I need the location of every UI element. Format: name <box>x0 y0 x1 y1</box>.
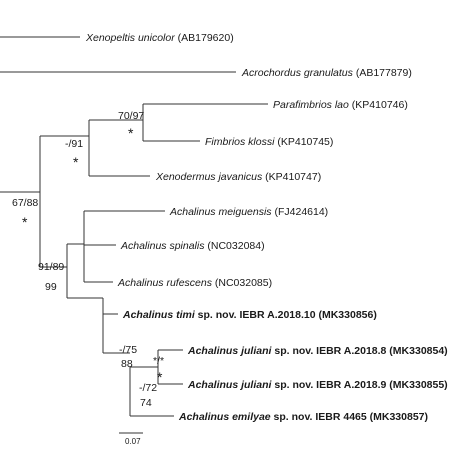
support-6788-bottom: * <box>22 214 28 230</box>
tip-label-acrochordus: Acrochordus granulatus (AB177879) <box>241 67 412 79</box>
tip-label-juliani-1: Achalinus juliani sp. nov. IEBR A.2018.8… <box>187 345 448 357</box>
support-6788-top: 67/88 <box>12 197 38 209</box>
tip-label-fimbrios: Fimbrios klossi (KP410745) <box>205 136 333 148</box>
support-juliani-top: */* <box>153 355 164 367</box>
support-9189-bottom: 99 <box>45 281 57 293</box>
tip-label-spinalis: Achalinus spinalis (NC032084) <box>120 240 265 252</box>
tip-label-rufescens: Achalinus rufescens (NC032085) <box>117 277 272 289</box>
support-juliani-bottom: * <box>157 369 163 385</box>
support-72-bottom: 74 <box>140 397 152 409</box>
support-72-top: -/72 <box>139 382 157 394</box>
support-9189-top: 91/89 <box>38 261 64 273</box>
scale-bar-label: 0.07 <box>125 437 141 446</box>
tip-label-emilyae: Achalinus emilyae sp. nov. IEBR 4465 (MK… <box>178 411 428 423</box>
support-7097-bottom: * <box>128 125 134 141</box>
tip-label-juliani-2: Achalinus juliani sp. nov. IEBR A.2018.9… <box>187 379 448 391</box>
tip-label-xenodermus: Xenodermus javanicus (KP410747) <box>155 171 321 183</box>
scale-bar: 0.07 <box>119 432 143 446</box>
node-support: 67/88 * -/91 * 70/97 * 91/89 99 -/75 88 … <box>12 110 164 409</box>
support-75-bottom: 88 <box>121 358 133 370</box>
tip-label-parafimbrios: Parafimbrios lao (KP410746) <box>273 99 408 111</box>
tree-branches <box>0 36 268 417</box>
tip-label-xenopeltis: Xenopeltis unicolor (AB179620) <box>85 32 234 44</box>
support-75-top: -/75 <box>119 344 137 356</box>
tip-label-meiguensis: Achalinus meiguensis (FJ424614) <box>169 206 328 218</box>
support-91-top: -/91 <box>65 138 83 150</box>
support-7097-top: 70/97 <box>118 110 144 122</box>
support-91-bottom: * <box>73 154 79 170</box>
tip-labels: Xenopeltis unicolor (AB179620) Acrochord… <box>85 32 448 423</box>
tip-label-timi: Achalinus timi sp. nov. IEBR A.2018.10 (… <box>122 309 377 321</box>
